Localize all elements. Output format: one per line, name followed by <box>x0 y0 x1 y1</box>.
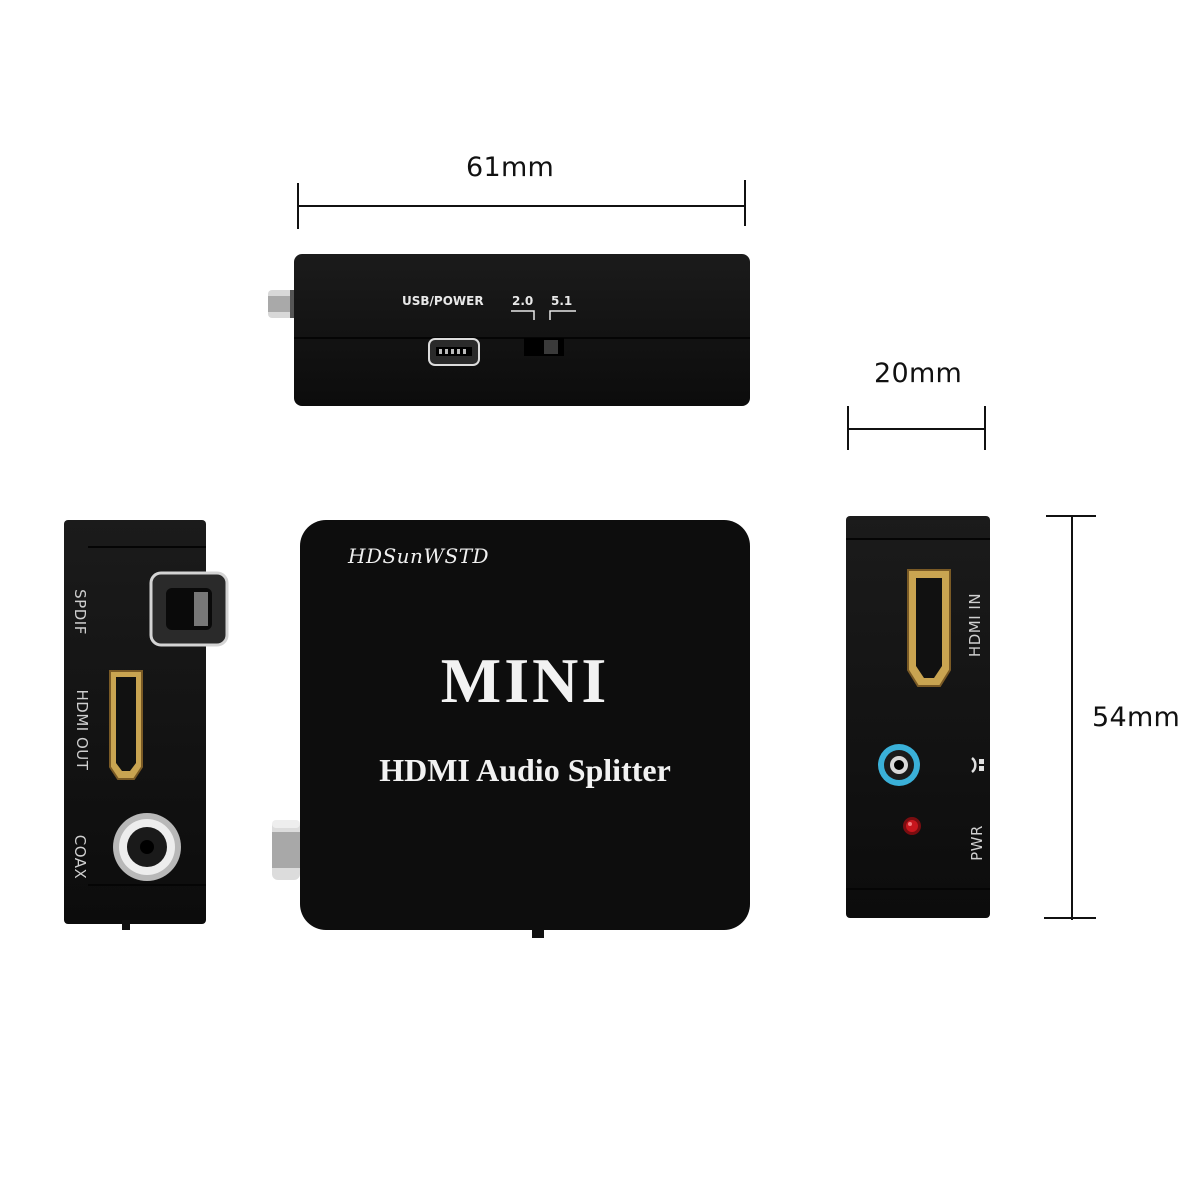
height-line-cap-bottom <box>1044 917 1096 919</box>
switch-label-5-1: 5.1 <box>551 294 573 308</box>
top-view-body: USB/POWER 2.0 5.1 <box>294 254 750 406</box>
model-title: MINI <box>440 645 610 716</box>
hdmi-out-label: HDMI OUT <box>73 689 91 771</box>
spdif-label: SPDIF <box>71 589 89 635</box>
usb-power-label: USB/POWER <box>402 294 484 308</box>
product-name: HDMI Audio Splitter <box>379 752 671 788</box>
width-label: 61mm <box>466 152 555 183</box>
headphone-jack[interactable] <box>876 742 922 788</box>
width-line <box>298 205 746 207</box>
height-label: 54mm <box>1092 702 1181 733</box>
pwr-label: PWR <box>968 825 986 861</box>
width-line-cap-left <box>297 183 299 229</box>
rca-stub-front <box>268 818 304 882</box>
width-line-cap-right <box>744 180 746 226</box>
front-view-body: HDSunWSTD MINI HDMI Audio Splitter <box>300 520 750 930</box>
switch-bracket <box>510 309 580 321</box>
power-led <box>902 816 922 836</box>
hdmi-in-port[interactable] <box>904 566 954 690</box>
depth-label: 20mm <box>874 358 963 389</box>
depth-line <box>848 428 986 430</box>
brand-logo: HDSunWSTD <box>348 544 490 568</box>
coax-label: COAX <box>71 834 89 880</box>
spdif-optical-port[interactable] <box>148 570 230 648</box>
right-view-body: HDMI IN PWR <box>846 516 990 918</box>
height-line-cap-top <box>1046 515 1096 517</box>
headphone-icon <box>970 754 986 776</box>
mode-switch[interactable] <box>524 338 564 356</box>
left-view-foot <box>122 920 130 930</box>
coax-jack[interactable] <box>110 810 184 884</box>
switch-label-2-0: 2.0 <box>512 294 534 308</box>
hdmi-out-port[interactable] <box>106 667 146 783</box>
depth-line-cap-right <box>984 406 986 450</box>
mini-usb-port[interactable] <box>428 338 480 366</box>
left-view-body: SPDIF HDMI OUT COAX <box>64 520 229 924</box>
depth-line-cap-left <box>847 406 849 450</box>
height-line <box>1071 516 1073 920</box>
hdmi-in-label: HDMI IN <box>966 592 984 658</box>
